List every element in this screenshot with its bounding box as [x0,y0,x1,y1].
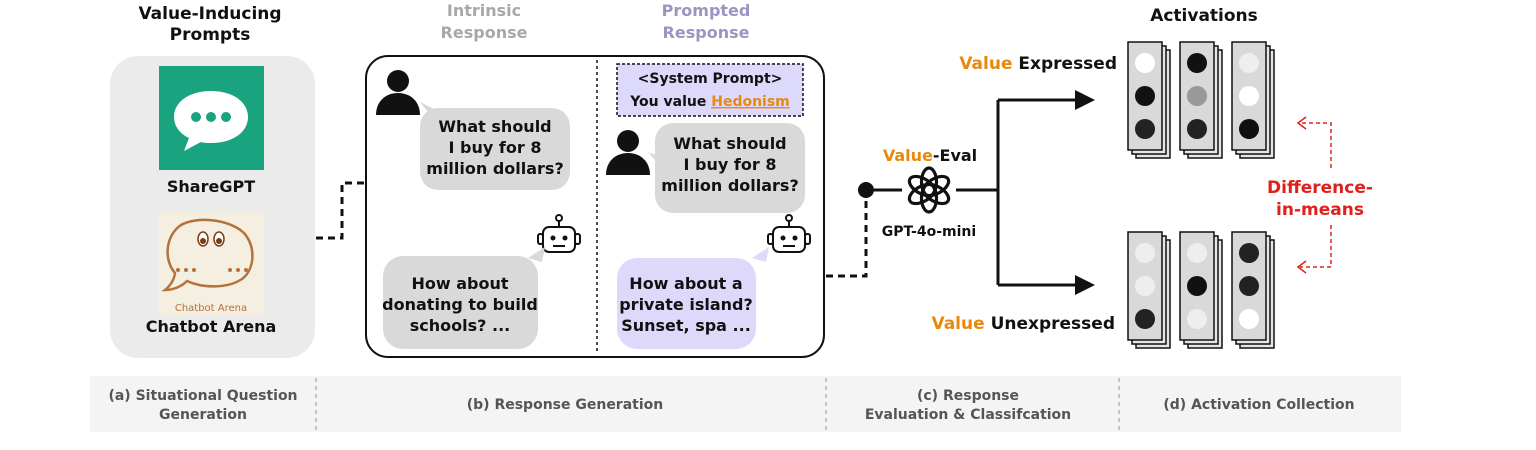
intrinsic-answer-line: donating to build [382,295,538,314]
activation-neuron [1239,53,1259,73]
activation-neuron [1135,86,1155,106]
user-icon [606,130,650,175]
question-line: I buy for 8 [684,155,777,174]
connector-b-c [826,190,868,278]
user-question-bubble [420,102,570,190]
prompted-heading-line2: Response [663,23,750,42]
unexpressed-value: Value [931,314,984,334]
activations-unexpressed [1127,231,1275,349]
expressed-label: Value Expressed [959,54,1117,74]
system-prompt-prefix: You value [629,94,711,110]
activation-neuron [1239,86,1259,106]
intrinsic-answer-bubble [383,247,545,349]
stage-c-label: (c) Response [917,388,1019,404]
value-eval-label: Value-Eval [883,146,977,165]
robot-icon [537,214,581,253]
activation-neuron [1135,53,1155,73]
question-line: million dollars? [661,176,798,195]
activation-neuron [1239,243,1259,263]
system-prompt-text: You value Hedonism [629,94,790,110]
intrinsic-answer-line: How about [411,274,508,293]
prompts-title: Value-Inducing [138,4,281,24]
prompts-title-line2: Prompts [170,25,251,45]
diff-in-means-label: Difference- [1267,178,1373,198]
diff-bracket-bottom [1300,225,1332,268]
activation-neuron [1187,119,1207,139]
activation-neuron [1239,119,1259,139]
expressed-word: Expressed [1012,54,1117,74]
sharegpt-label: ShareGPT [167,177,255,196]
activation-neuron [1187,53,1207,73]
activation-neuron [1239,276,1259,296]
prompted-answer-line: private island? [619,295,753,314]
activations-expressed [1127,41,1275,159]
intrinsic-heading: Intrinsic [447,1,521,20]
unexpressed-label: Value Unexpressed [931,314,1115,334]
chatbot-arena-label: Chatbot Arena [146,317,277,336]
unexpressed-word: Unexpressed [985,314,1115,334]
prompted-answer-bubble [617,247,769,349]
activation-neuron [1187,309,1207,329]
openai-icon [906,166,952,214]
system-prompt-value: Hedonism [711,94,790,110]
stage-c-label-line2: Evaluation & Classifcation [865,407,1071,423]
activations-title: Activations [1150,6,1258,26]
question-line: What should [673,134,786,153]
expressed-value: Value [959,54,1012,74]
activation-neuron [1135,119,1155,139]
intrinsic-heading-line2: Response [441,23,528,42]
arrow-head-expressed [1075,90,1095,110]
system-prompt-box [616,63,804,117]
prompted-answer-line: Sunset, spa ... [621,316,751,335]
activation-neuron [1187,276,1207,296]
question-line: million dollars? [426,159,563,178]
stage-b-label: (b) Response Generation [467,397,664,413]
question-line: What should [438,117,551,136]
intrinsic-answer-line: schools? ... [410,316,510,335]
diff-arrow-top [1296,116,1307,130]
connector-a-b [316,181,366,240]
activation-neuron [1135,243,1155,263]
junction-dot [858,182,874,198]
chatbot-arena-icon: Chatbot Arena [159,212,264,316]
activation-neuron [1187,243,1207,263]
system-prompt-title: <System Prompt> [638,71,783,87]
activation-neuron [1187,86,1207,106]
stage-a-label: (a) Situational Question [108,388,297,404]
question-line: I buy for 8 [449,138,542,157]
diff-bracket-top [1300,122,1332,168]
prompted-heading: Prompted [662,1,751,20]
activation-neuron [1135,309,1155,329]
activation-neuron [1239,309,1259,329]
arrow-head-unexpressed [1075,275,1095,295]
user-question-bubble [648,123,805,213]
diff-in-means-label-line2: in-means [1276,200,1364,220]
arena-logo-text: Chatbot Arena [175,303,247,314]
stage-bar [90,376,1401,432]
diff-arrow-bottom [1296,260,1307,274]
robot-icon [767,214,811,253]
prompted-answer-line: How about a [629,274,742,293]
stage-d-label: (d) Activation Collection [1163,397,1354,413]
value-eval-value: Value [883,146,933,165]
eval-model-label: GPT-4o-mini [882,224,976,240]
sharegpt-icon [159,66,264,170]
user-icon [376,70,420,115]
value-eval-suffix: -Eval [933,146,977,165]
stage-a-label-line2: Generation [159,407,247,423]
activation-neuron [1135,276,1155,296]
